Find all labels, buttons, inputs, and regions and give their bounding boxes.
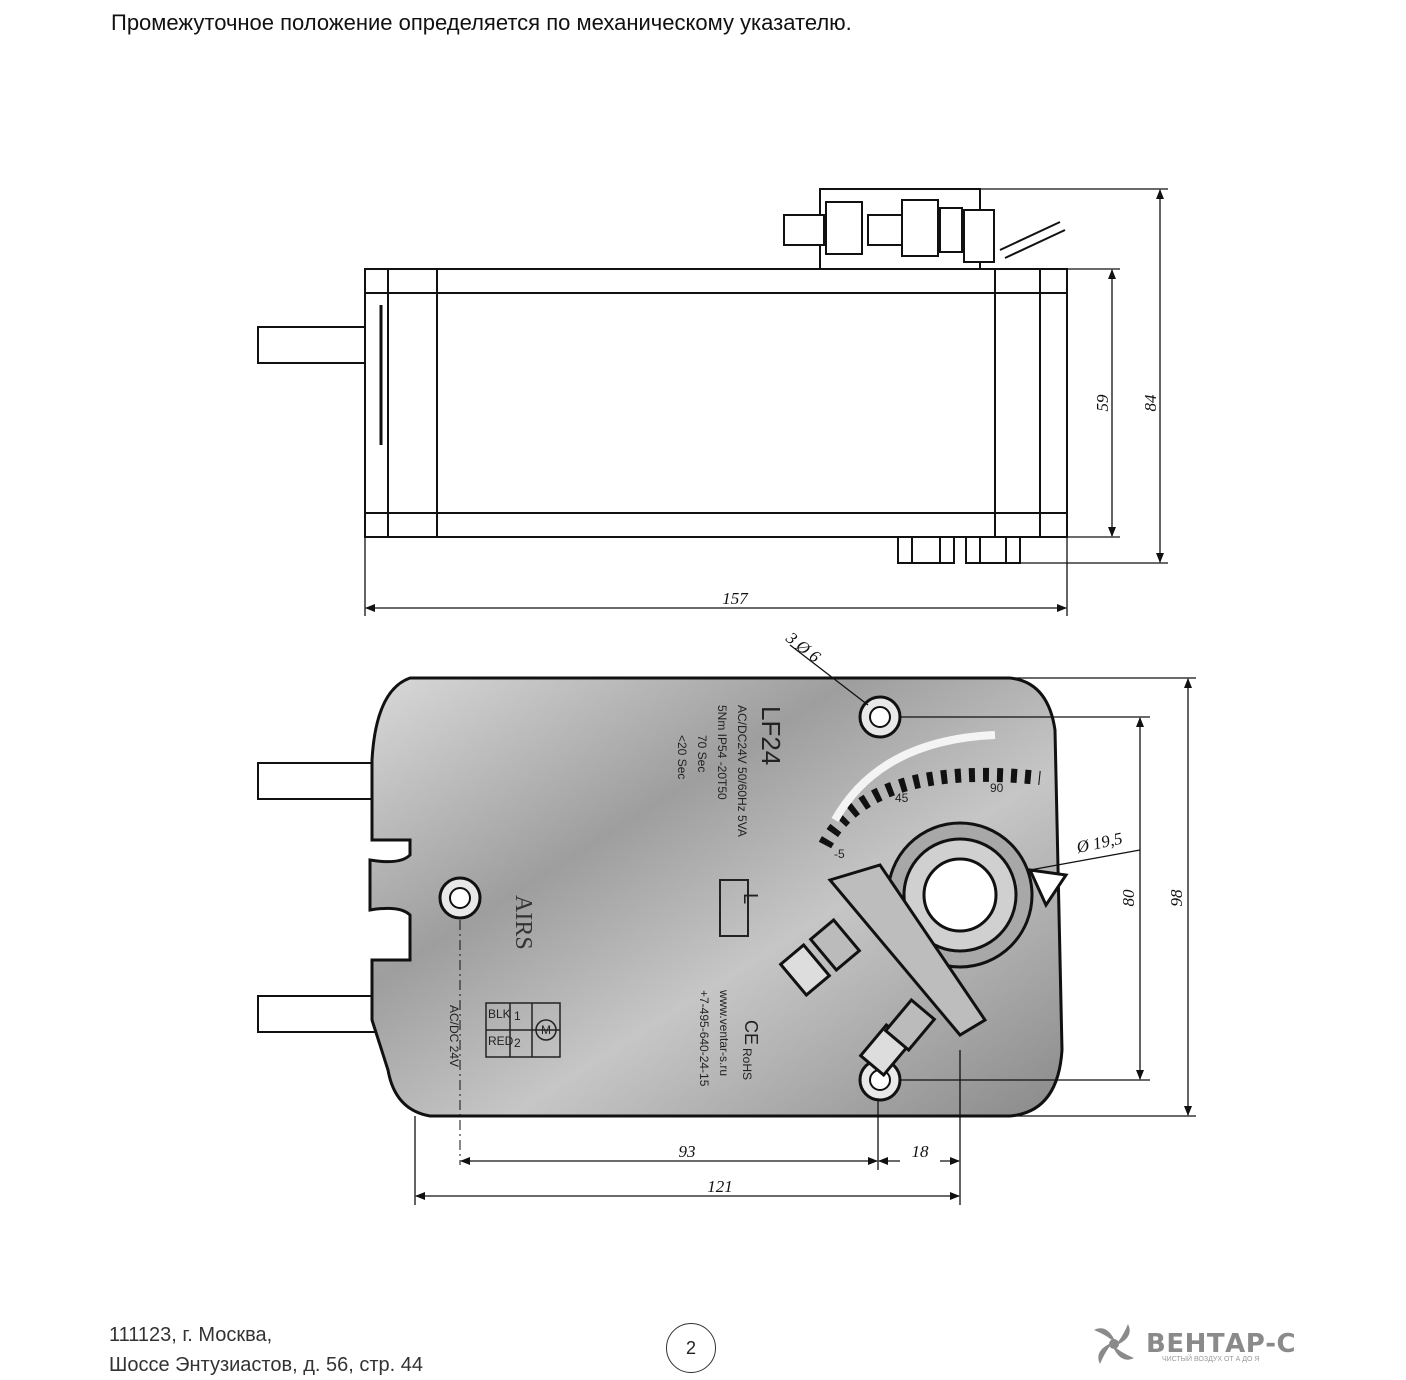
dim-59: 59 <box>1093 394 1112 412</box>
mounting-hole-left <box>438 876 482 920</box>
terminal-1: 1 <box>514 1009 521 1023</box>
dim-shaft: Ø 19,5 <box>1074 829 1124 857</box>
spec-spring-return: <20 Sec <box>675 735 689 779</box>
dim-84: 84 <box>1141 394 1160 412</box>
dim-holes: 3 Ø 6 <box>782 628 825 667</box>
technical-drawing: 59 84 157 <box>257 188 1196 1205</box>
top-view <box>257 188 1168 616</box>
front-shaft-lower <box>257 995 384 1033</box>
dim-98: 98 <box>1167 889 1186 907</box>
brand-logo: ВЕНТАР-С ЧИСТЫЙ ВОЗДУХ ОТ А ДО Я <box>1088 1322 1296 1366</box>
dim-80: 80 <box>1119 889 1138 907</box>
model-name: LF24 <box>756 706 786 765</box>
top-view-shaft <box>257 326 381 364</box>
wiring-diagram <box>485 1002 561 1058</box>
spec-runtime: 70 Sec <box>695 735 709 772</box>
dim-18: 18 <box>912 1142 930 1161</box>
shaft-clamp <box>778 821 1069 1078</box>
front-view <box>257 676 1069 1165</box>
dim-93: 93 <box>679 1142 696 1161</box>
wiring-voltage: AC/DC 24V <box>447 1005 461 1067</box>
top-view-clamp <box>783 188 1066 270</box>
scale-minus-5: -5 <box>834 847 845 861</box>
address-line-2: Шоссе Энтузиастов, д. 56, стр. 44 <box>109 1354 423 1376</box>
front-shaft-upper <box>257 762 384 800</box>
phone-number: +7-495-640-24-15 <box>697 990 711 1087</box>
address-line-1: 111123, г. Москва, <box>109 1324 273 1346</box>
web-address: www.ventar-s.ru <box>717 989 731 1076</box>
motor-mark: M <box>541 1023 551 1037</box>
page-number: 2 <box>666 1323 716 1373</box>
position-scale <box>818 767 1041 849</box>
spec-power: AC/DC24V 50/60Hz 5VA <box>735 705 749 837</box>
terminal-2: 2 <box>514 1036 521 1050</box>
spec-torque: 5Nm IP54 -20T50 <box>715 705 729 800</box>
dim-157: 157 <box>722 589 749 608</box>
wire-blk: BLK <box>488 1007 511 1021</box>
fan-icon <box>1094 1324 1134 1364</box>
brand-airs: AIRS <box>510 895 536 950</box>
top-view-body <box>364 268 1068 538</box>
brand-tagline: ЧИСТЫЙ ВОЗДУХ ОТ А ДО Я <box>1162 1356 1260 1363</box>
wire-red: RED <box>488 1034 514 1048</box>
dim-121: 121 <box>707 1177 733 1196</box>
page-number-text: 2 <box>685 1337 696 1358</box>
brand-name: ВЕНТАР-С <box>1146 1329 1297 1359</box>
rohs-mark: RoHS <box>740 1048 754 1080</box>
intro-text: Промежуточное положение определяется по … <box>111 10 852 35</box>
scale-45: 45 <box>895 791 909 805</box>
l-mark: L <box>739 893 761 904</box>
footer-address: 111123, г. Москва, Шоссе Энтузиастов, д.… <box>109 1320 423 1380</box>
scale-90: 90 <box>990 781 1004 795</box>
ce-mark: CE <box>741 1020 761 1045</box>
top-view-connectors <box>897 536 1021 564</box>
